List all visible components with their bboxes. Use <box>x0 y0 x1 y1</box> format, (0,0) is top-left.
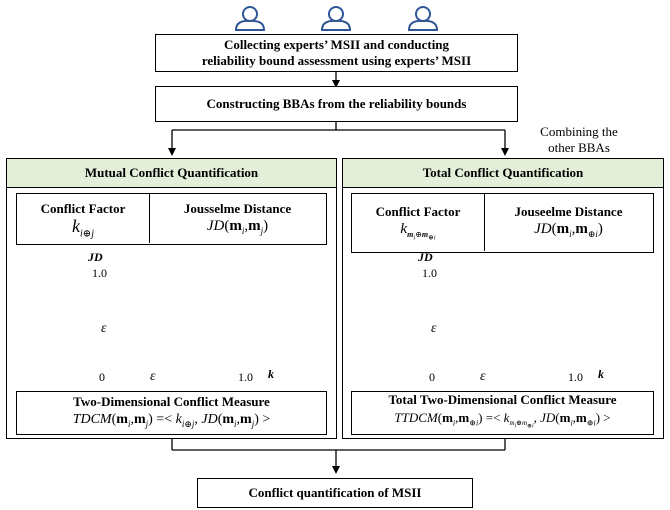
left-metrics-box: Conflict Factor ki⊕j Jousselme Distance … <box>16 193 327 245</box>
side-note-line1: Combining the <box>540 124 618 139</box>
expert-icon <box>234 6 266 31</box>
left-origin-label: 0 <box>99 370 105 384</box>
side-note-line2: other BBAs <box>548 140 610 155</box>
right-distance-formula: JD(mi,m⊕i) <box>534 221 603 239</box>
right-panel-total-conflict: Total Conflict Quantification Conflict F… <box>342 158 664 439</box>
left-factor-formula: ki⊕j <box>72 216 94 240</box>
step-collect-msii-line2: reliability bound assessment using exper… <box>201 53 472 68</box>
left-measure-title: Two-Dimensional Conflict Measure <box>73 394 270 410</box>
left-distance-label: Jousselme Distance <box>183 201 292 216</box>
left-x-axis-label: k <box>268 367 274 381</box>
left-measure-formula: TDCM(mi,mj) =< ki⊕j, JD(mi,mj) > <box>72 412 271 429</box>
left-factor-cell: Conflict Factor ki⊕j <box>17 194 150 243</box>
right-distance-cell: Jouseelme Distance JD(mi,m⊕i) <box>485 194 652 251</box>
right-panel-header: Total Conflict Quantification <box>343 159 663 188</box>
final-label: Conflict quantification of MSII <box>248 485 422 500</box>
right-x-max-label: 1.0 <box>568 370 583 384</box>
right-origin-label: 0 <box>429 370 435 384</box>
right-y-epsilon-label: ε <box>431 321 437 336</box>
expert-icon <box>320 6 352 31</box>
right-y-max-label: 1.0 <box>422 266 437 280</box>
right-measure-title: Total Two-Dimensional Conflict Measure <box>388 391 617 407</box>
left-y-epsilon-label: ε <box>101 321 107 336</box>
right-x-epsilon-label: ε <box>480 369 486 384</box>
right-factor-formula: kmi⊕m⊕i <box>400 221 436 242</box>
left-panel-mutual-conflict: Mutual Conflict Quantification Conflict … <box>6 158 337 439</box>
left-y-axis-label: JD <box>88 250 103 264</box>
right-y-axis-label: JD <box>418 250 433 264</box>
left-x-epsilon-label: ε <box>150 369 156 384</box>
step-collect-msii-line1: Collecting experts’ MSII and conducting <box>223 37 450 52</box>
expert-icon <box>407 6 439 31</box>
left-panel-header: Mutual Conflict Quantification <box>7 159 336 188</box>
left-panel-title: Mutual Conflict Quantification <box>84 165 259 180</box>
left-y-max-label: 1.0 <box>92 266 107 280</box>
right-metrics-box: Conflict Factor kmi⊕m⊕i Jouseelme Distan… <box>351 193 654 253</box>
right-x-axis-label: k <box>598 367 604 381</box>
step-construct-bbas: Constructing BBAs from the reliability b… <box>155 86 518 122</box>
left-measure-box: Two-Dimensional Conflict Measure TDCM(mi… <box>16 391 327 435</box>
left-distance-formula: JD(mi,mj) <box>206 218 269 236</box>
right-distance-label: Jouseelme Distance <box>514 204 623 219</box>
right-factor-cell: Conflict Factor kmi⊕m⊕i <box>352 194 485 251</box>
right-measure-box: Total Two-Dimensional Conflict Measure T… <box>351 391 654 435</box>
step-collect-msii: Collecting experts’ MSII and conducting … <box>155 34 518 72</box>
side-note-combining: Combining the other BBAs <box>524 124 634 156</box>
step-construct-bbas-label: Constructing BBAs from the reliability b… <box>206 96 467 111</box>
left-x-max-label: 1.0 <box>238 370 253 384</box>
left-factor-label: Conflict Factor <box>40 201 126 216</box>
final-conflict-quantification: Conflict quantification of MSII <box>197 478 473 508</box>
right-factor-label: Conflict Factor <box>375 204 461 219</box>
right-measure-formula: TTDCM(mi,m⊕i) =< kmi⊕m⊕i, JD(mi,m⊕i) > <box>394 409 611 430</box>
left-distance-cell: Jousselme Distance JD(mi,mj) <box>150 194 325 243</box>
right-panel-title: Total Conflict Quantification <box>422 165 584 180</box>
